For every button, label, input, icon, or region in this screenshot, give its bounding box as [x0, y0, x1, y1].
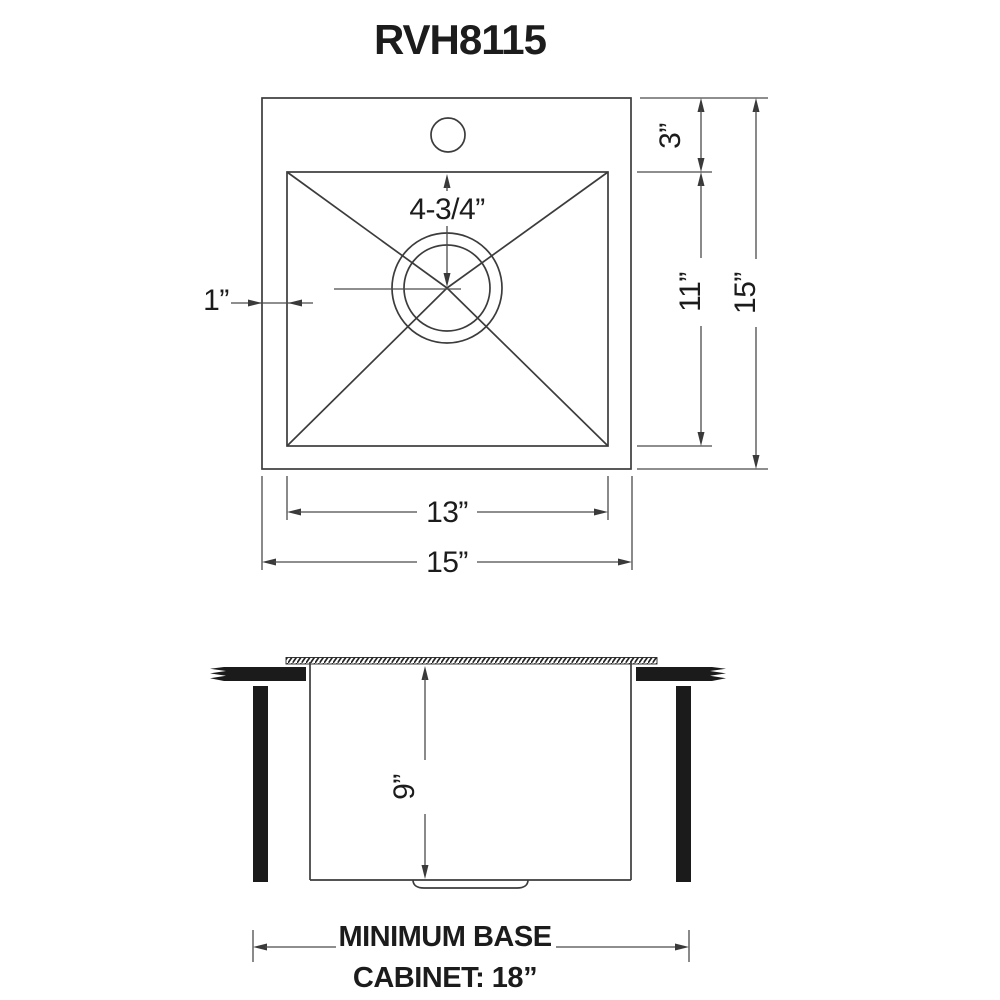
bowl-slope-line-tl [286, 171, 448, 289]
dim-overall-front-to-back: 15” [729, 98, 762, 469]
dim-overall-width: 15” [262, 546, 632, 579]
drain-fitting [412, 879, 529, 889]
cabinet-wall-right [676, 686, 691, 882]
bowl-slope-line-br [446, 287, 609, 447]
cabinet-note-line2: CABINET: 18” [353, 962, 537, 994]
sink-bowl-top [286, 171, 609, 447]
countertop-left-section [210, 667, 306, 681]
cabinet-wall-left [253, 686, 268, 882]
dim-rim-lip: 1” [203, 284, 313, 317]
dim-label-overall-front-to-back: 15” [729, 272, 762, 314]
dim-label-bowl-depth: 9” [388, 774, 421, 800]
dim-label-bowl-width: 13” [426, 496, 468, 529]
dim-bowl-front-to-back: 11” [674, 172, 707, 446]
dim-faucet-setback: 3” [654, 98, 705, 172]
dim-base-cabinet: MINIMUM BASE CABINET: 18” [252, 921, 690, 994]
bowl-slope-line-tr [446, 171, 609, 289]
dim-bowl-depth: 9” [388, 666, 429, 879]
dim-label-overall-width: 15” [426, 546, 468, 579]
dim-label-drain-offset: 4-3/4” [409, 193, 484, 226]
dim-label-rim-lip: 1” [203, 284, 229, 317]
top-view-dimensions: 4-3/4” 1” 3” 11” [203, 97, 768, 579]
model-number-title: RVH8115 [374, 16, 547, 63]
side-view-drawing: 9” MINIMUM BASE CABINET: 18” [210, 657, 726, 994]
cabinet-note-line1: MINIMUM BASE [338, 921, 551, 953]
faucet-hole [430, 117, 466, 153]
dim-label-bowl-front-to-back: 11” [674, 272, 707, 312]
bowl-slope-line-bl [286, 287, 448, 447]
sink-rim-hatched [285, 657, 658, 665]
dim-label-faucet-setback: 3” [654, 123, 687, 149]
countertop-right-section [636, 667, 726, 681]
dim-drain-offset: 4-3/4” [409, 174, 485, 287]
sink-outer-rim [261, 97, 632, 470]
dim-bowl-width: 13” [287, 496, 608, 529]
